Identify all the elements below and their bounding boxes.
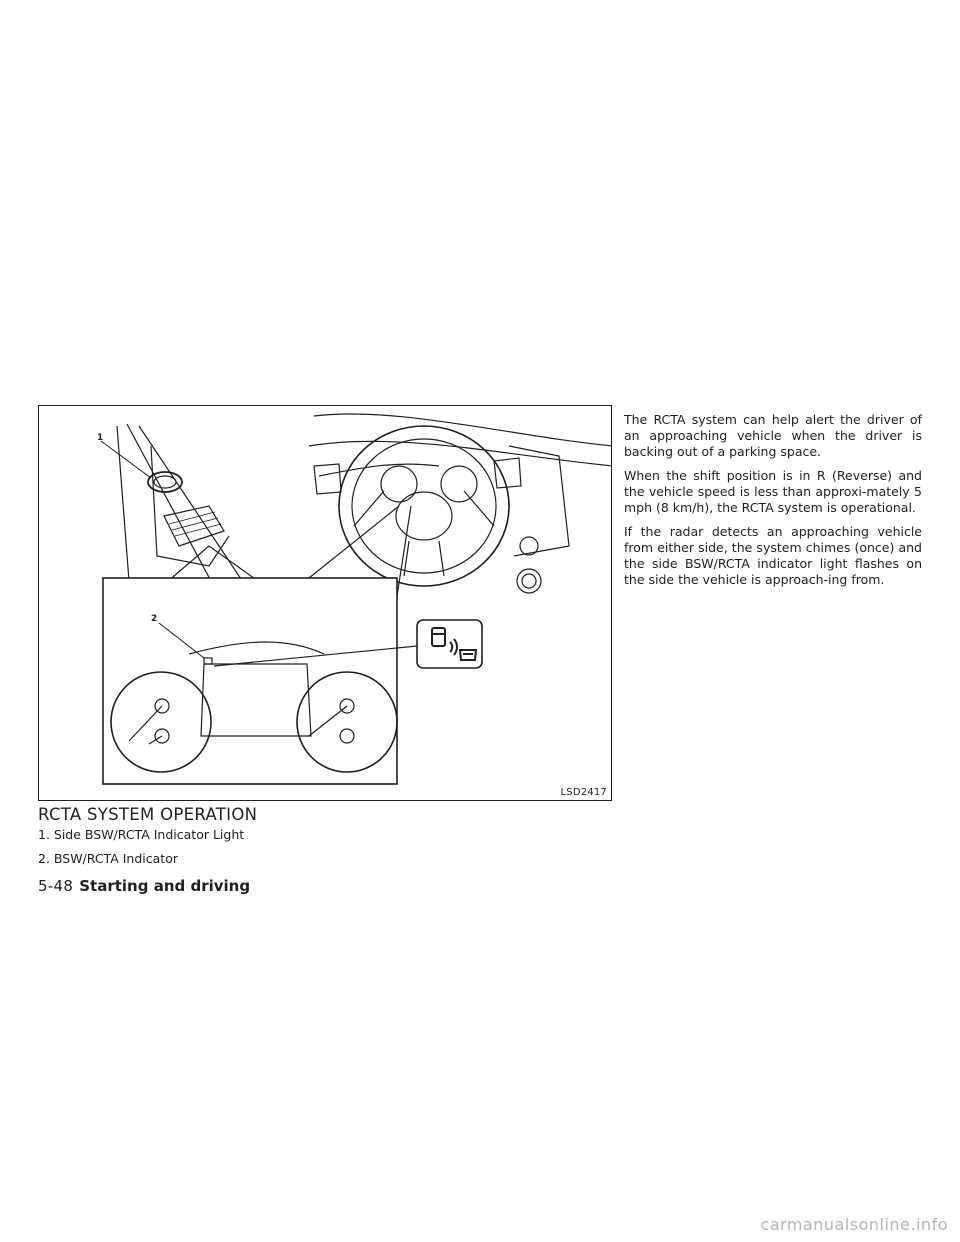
callout-item: 2. BSW/RCTA Indicator: [38, 851, 178, 866]
section-title: RCTA SYSTEM OPERATION: [38, 805, 258, 824]
paragraph: When the shift position is in R (Reverse…: [624, 468, 922, 515]
body-text: The RCTA system can help alert the drive…: [624, 412, 922, 596]
figure-code: LSD2417: [560, 787, 607, 798]
page-number: 5-48: [38, 877, 74, 895]
paragraph: If the radar detects an approaching vehi…: [624, 524, 922, 587]
chapter-title: Starting and driving: [79, 877, 251, 895]
callout-2-label: 2: [151, 614, 157, 624]
page-footer: 5-48 Starting and driving: [38, 877, 250, 895]
callout-1-label: 1: [97, 433, 103, 443]
callout-list: 1. Side BSW/RCTA Indicator Light 2. BSW/…: [38, 828, 244, 876]
paragraph: The RCTA system can help alert the drive…: [624, 412, 922, 459]
watermark-logo: carmanualsonline.info: [760, 1215, 948, 1234]
rcta-illustration: 1 2 LSD2417: [38, 405, 612, 801]
callout-item: 1. Side BSW/RCTA Indicator Light: [38, 827, 245, 842]
dashboard-drawing: 1 2: [97, 413, 611, 785]
